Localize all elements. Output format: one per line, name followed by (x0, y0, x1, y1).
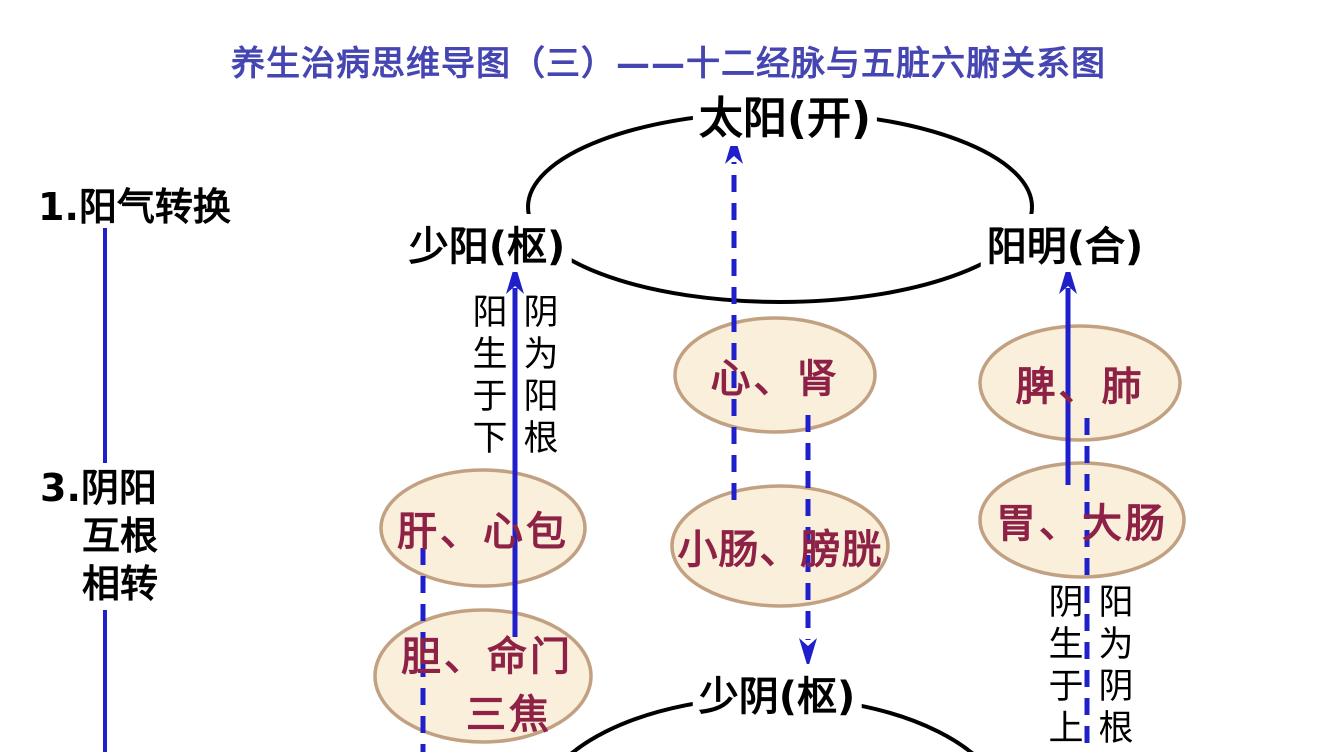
section-label-yang-conversion: 1.阳气转换 (38, 185, 231, 229)
vertical-note-yin-root-of-yang: 阴为阳根 (517, 293, 558, 461)
ellipse-gallbladder-mingmen-sanjiao (373, 608, 593, 744)
ellipse-liver-pericardium (379, 468, 587, 588)
arrowhead-up-shaoyang (506, 264, 524, 294)
section-label-yinyang-root: 3.阴阳 互根 相转 (40, 464, 158, 608)
organ-label-liver-pericardium: 肝、心包 (397, 509, 569, 555)
organ-label-spleen-lung: 脾、肺 (1015, 364, 1145, 410)
arrowhead-up-taiyang (725, 134, 743, 164)
organ-label-heart-kidney: 心、肾 (710, 356, 840, 402)
node-yangming: 阳明(合) (980, 214, 1150, 272)
vertical-note-yang-born-below: 阳生于下 (466, 293, 507, 461)
ellipse-heart-kidney (673, 316, 877, 434)
ellipse-stomach-large-intestine (978, 461, 1186, 579)
vertical-note-yin-born-above: 阴生于上 (1042, 583, 1083, 751)
node-shaoyang: 少阳(枢) (402, 214, 572, 272)
yinyang-root-line2: 互根 (82, 514, 159, 558)
arrowhead-down-shaoyin (799, 638, 817, 668)
organ-label-sanjiao-line2: 三焦 (466, 692, 552, 738)
arrowhead-up-yangming (1059, 264, 1077, 294)
ellipse-small-intestine-bladder (670, 484, 890, 608)
organ-label-gallbladder-mingmen-sanjiao: 胆、命门 三焦 (401, 624, 573, 740)
vertical-note-yang-root-of-yin: 阳为阴根 (1092, 583, 1133, 751)
node-shaoyin: 少阴(枢) (692, 664, 862, 722)
organ-label-gallbladder-mingmen-line1: 胆、命门 (401, 634, 573, 680)
organ-label-stomach-large-intestine: 胃、大肠 (996, 501, 1168, 547)
ellipse-spleen-lung (978, 324, 1182, 442)
yinyang-root-line3: 相转 (82, 562, 159, 606)
organ-label-small-intestine-bladder: 小肠、膀胱 (677, 527, 883, 573)
page-title: 养生治病思维导图（三）——十二经脉与五脏六腑关系图 (231, 44, 1106, 84)
yinyang-root-line1: 3.阴阳 (40, 466, 157, 510)
node-taiyang: 太阳(开) (692, 82, 878, 146)
